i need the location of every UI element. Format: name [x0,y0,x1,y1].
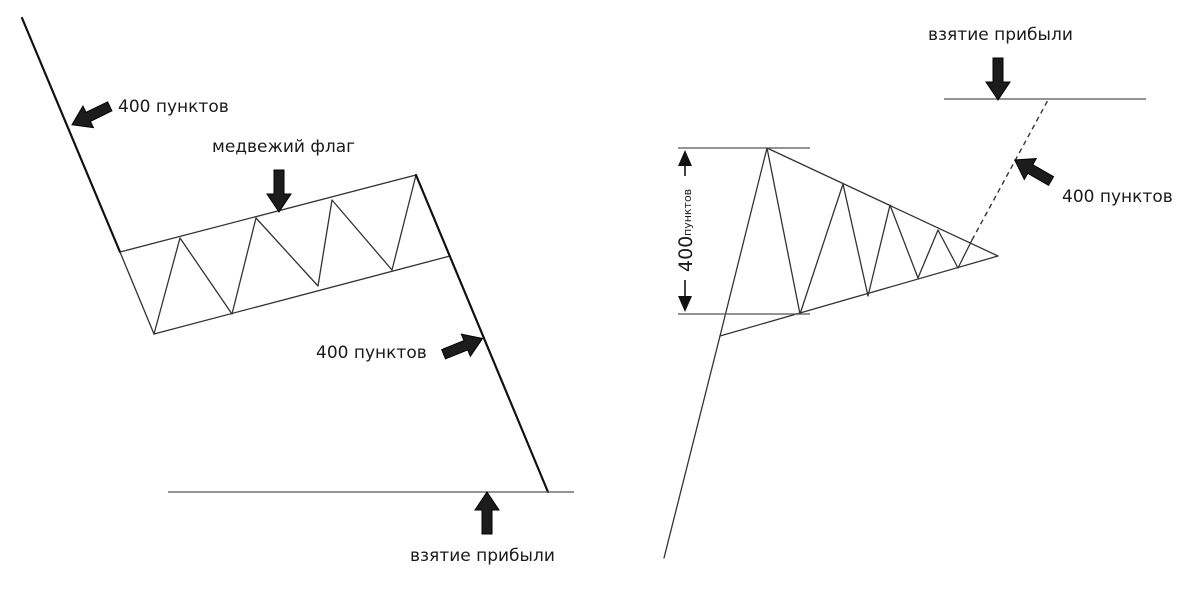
pennant-upper-line [766,147,999,257]
pennant-pole-upper [719,147,768,337]
flag-title: медвежий флаг [212,137,355,157]
projection-arrow-icon [438,326,488,366]
pennant-pole-line [663,335,721,559]
pennant-zigzag-line [766,147,973,315]
take-profit-label-right: взятие прибыли [928,25,1073,45]
height-arrow-down-icon [678,296,692,312]
flag-left-edge [119,251,155,335]
breakout-line [414,173,550,494]
bear-flag-pattern: 400 пунктов медвежий флаг 400 пунктов вз… [20,16,574,566]
projection-label-right: 400 пунктов [1062,187,1173,207]
pennant-lower-line [719,255,999,337]
projection-arrow-icon-right [1008,149,1058,192]
pennant-pattern: 400 пунктов взятие прибыли 400 пунктов [663,25,1173,559]
flag-arrow-icon [266,169,292,213]
flagpole-line [20,16,122,254]
flag-lower-line [153,255,451,335]
target-arrow-icon-right [985,57,1011,101]
projection-label-left: 400 пунктов [316,343,427,363]
target-arrow-icon-left [474,491,500,535]
flag-upper-line [119,174,417,253]
take-profit-label-left: взятие прибыли [410,546,555,566]
pole-arrow-icon [66,95,116,137]
flag-zigzag-line [153,174,417,335]
pole-label: 400 пунктов [118,97,229,117]
height-arrow-up-icon [678,150,692,166]
height-unit: пунктов [681,189,694,236]
height-value: 400 [675,236,697,272]
